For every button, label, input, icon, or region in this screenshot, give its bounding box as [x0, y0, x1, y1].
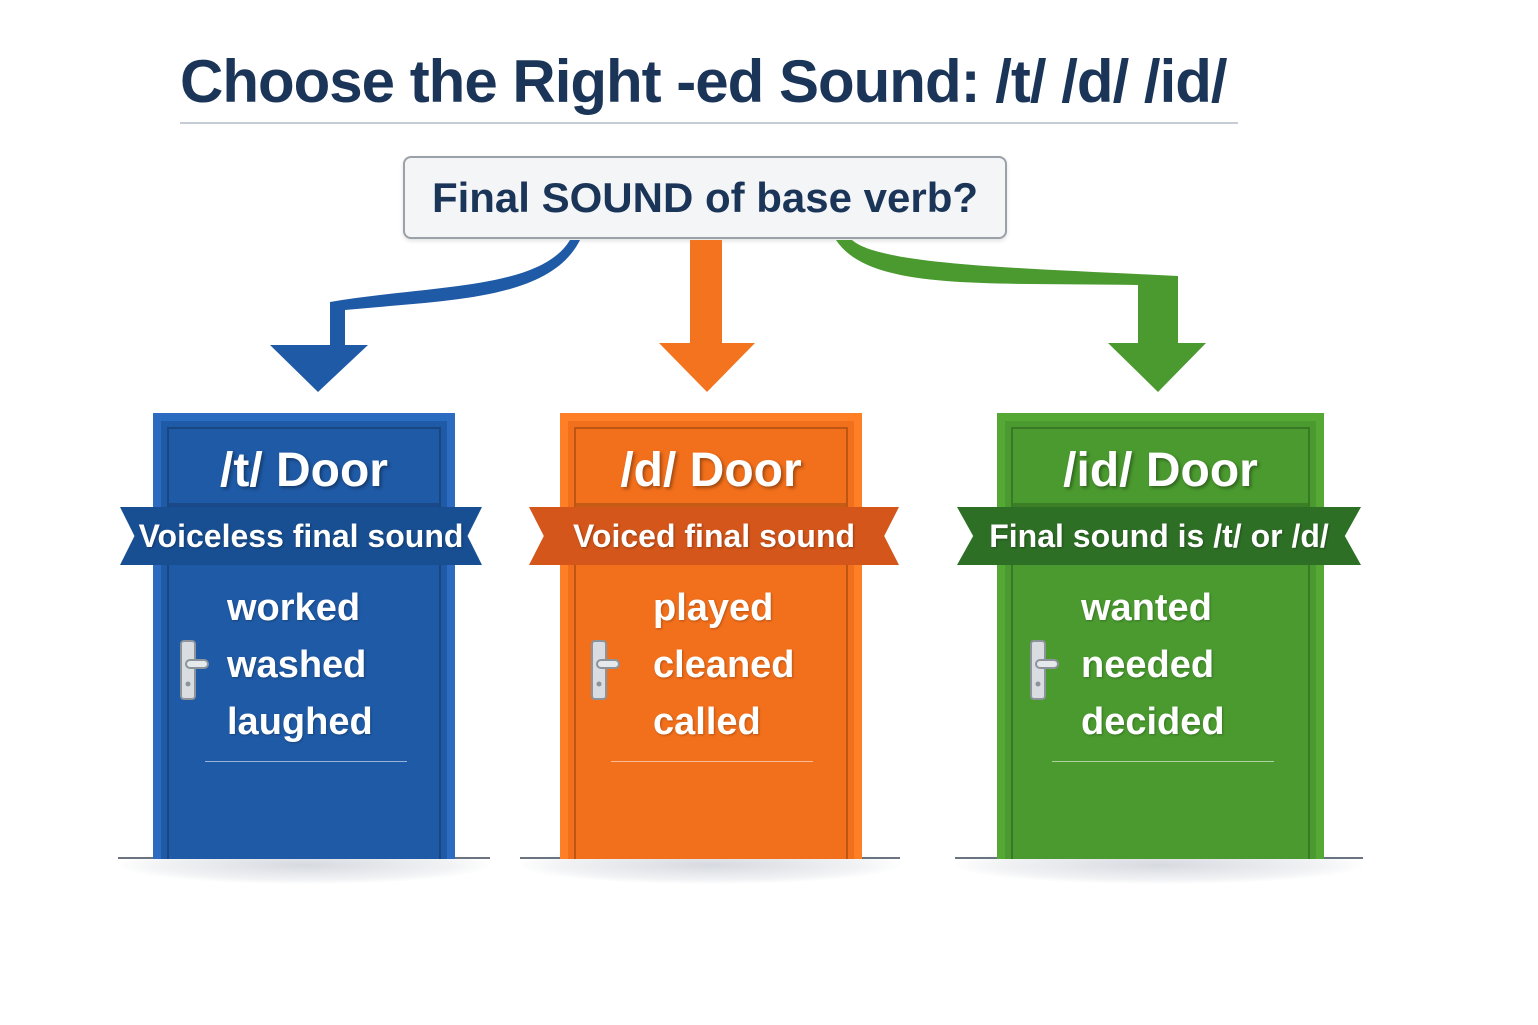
- d-door: /d/ Door: [560, 413, 862, 859]
- list-item: played: [653, 587, 774, 629]
- door-panel: [574, 427, 848, 859]
- door-panel: [167, 427, 441, 859]
- question-box: Final SOUND of base verb?: [403, 156, 1007, 239]
- door-divider: [1052, 761, 1274, 762]
- d-door-rule-ribbon: Voiced final sound: [529, 507, 899, 565]
- door-handle-icon: [180, 640, 209, 700]
- id-door-title: /id/ Door: [1013, 429, 1308, 511]
- t-door-word-list: worked washed laughed: [227, 580, 373, 751]
- arrow-to-id-door: [836, 240, 1206, 392]
- t-door-rule-ribbon: Voiceless final sound: [120, 507, 482, 565]
- arrow-to-t-door: [270, 240, 580, 392]
- t-door-title: /t/ Door: [169, 429, 439, 511]
- id-door-word-list: wanted needed decided: [1081, 580, 1225, 751]
- list-item: washed: [227, 644, 367, 686]
- list-item: needed: [1081, 644, 1215, 686]
- arrow-to-d-door: [659, 240, 755, 392]
- list-item: wanted: [1081, 587, 1212, 629]
- id-door-rule-ribbon: Final sound is /t/ or /d/: [957, 507, 1361, 565]
- t-door: /t/ Door: [153, 413, 455, 859]
- door-handle-icon: [591, 640, 620, 700]
- list-item: called: [653, 701, 761, 743]
- title-divider: [180, 122, 1238, 124]
- door-divider: [205, 761, 407, 762]
- door-frame: [560, 413, 862, 859]
- id-door: /id/ Door: [997, 413, 1324, 859]
- page-title: Choose the Right -ed Sound: /t/ /d/ /id/: [180, 48, 1228, 115]
- d-door-title: /d/ Door: [576, 429, 846, 511]
- door-frame: [153, 413, 455, 859]
- door-title-divider: [169, 503, 439, 507]
- list-item: laughed: [227, 701, 373, 743]
- door-frame: [997, 413, 1324, 859]
- door-title-divider: [1013, 503, 1308, 507]
- door-title-divider: [576, 503, 846, 507]
- list-item: decided: [1081, 701, 1225, 743]
- door-handle-icon: [1030, 640, 1059, 700]
- door-divider: [611, 761, 813, 762]
- branch-arrows: [270, 240, 1206, 392]
- d-door-word-list: played cleaned called: [653, 580, 795, 751]
- list-item: worked: [227, 587, 361, 629]
- door-panel: [1011, 427, 1310, 859]
- list-item: cleaned: [653, 644, 795, 686]
